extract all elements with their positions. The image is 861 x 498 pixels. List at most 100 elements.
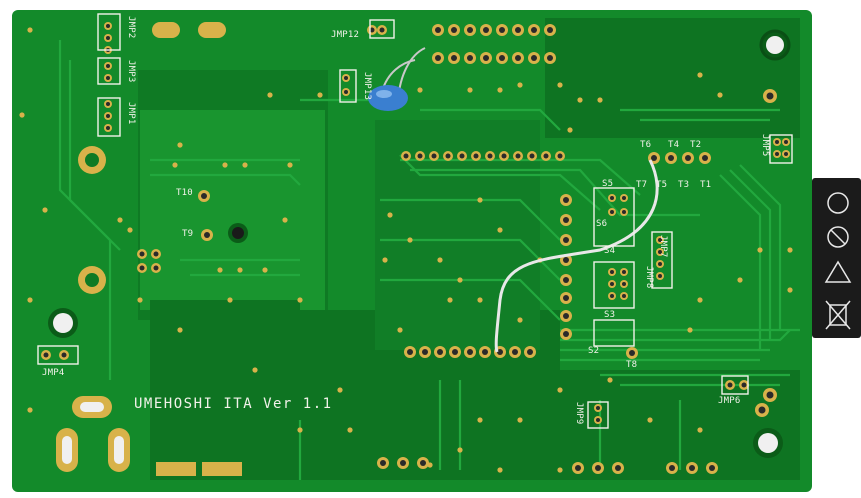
via	[317, 92, 323, 98]
right-connector	[812, 178, 861, 338]
label-s2: S2	[588, 346, 600, 356]
via	[427, 462, 433, 468]
esd-warning-icon	[824, 260, 852, 283]
label-jmp5: JMP5	[760, 134, 770, 157]
label-t1: T1	[700, 180, 712, 190]
pad-hole	[106, 36, 110, 40]
via	[497, 467, 503, 473]
via	[697, 297, 703, 303]
pad-hole	[547, 27, 553, 33]
pad-hole	[622, 210, 626, 214]
pad-hole	[529, 153, 535, 159]
via	[262, 267, 268, 273]
pad-hole	[727, 382, 733, 388]
via	[717, 92, 723, 98]
via	[457, 277, 463, 283]
via	[172, 162, 178, 168]
via	[347, 427, 353, 433]
via	[387, 212, 393, 218]
pad-hole	[531, 55, 537, 61]
via	[267, 92, 273, 98]
pad-hole	[204, 232, 210, 238]
via	[222, 162, 228, 168]
via	[497, 227, 503, 233]
pad-hole	[153, 265, 159, 271]
pad-hole	[527, 349, 533, 355]
traces	[58, 40, 800, 480]
pad-hole	[435, 55, 441, 61]
via	[517, 417, 523, 423]
pad-hole	[515, 153, 521, 159]
pad-hole	[658, 274, 662, 278]
label-s5: S5	[602, 179, 614, 189]
pad-hole	[685, 155, 691, 161]
pad-hole	[547, 55, 553, 61]
pad-hole	[543, 153, 549, 159]
via	[297, 427, 303, 433]
pad-hole	[596, 418, 600, 422]
hf-icon	[827, 192, 849, 214]
pad-hole	[622, 282, 626, 286]
via	[27, 297, 33, 303]
label-s6: S6	[596, 219, 608, 229]
pad-hole	[709, 465, 715, 471]
via	[227, 297, 233, 303]
label-jmp4: JMP4	[42, 368, 65, 378]
pad-hole	[420, 460, 426, 466]
pad-rows	[41, 22, 790, 474]
pad-hole	[153, 251, 159, 257]
label-t5: T5	[656, 180, 668, 190]
pad-hole	[483, 55, 489, 61]
pad-hole	[515, 55, 521, 61]
via	[457, 447, 463, 453]
pad-hole	[380, 460, 386, 466]
via	[177, 327, 183, 333]
pad-hole	[596, 406, 600, 410]
via	[337, 387, 343, 393]
via	[282, 217, 288, 223]
pad-hole	[702, 155, 708, 161]
label-t7: T7	[636, 180, 648, 190]
via	[787, 247, 793, 253]
pad-hole	[369, 27, 375, 33]
pad-hole	[512, 349, 518, 355]
large-pads	[56, 22, 242, 476]
via	[697, 72, 703, 78]
pad-hole	[467, 27, 473, 33]
via	[517, 82, 523, 88]
pad-hole	[784, 152, 788, 156]
via	[557, 82, 563, 88]
label-t6: T6	[640, 140, 652, 150]
label-t3: T3	[678, 180, 690, 190]
via	[417, 87, 423, 93]
pad-hole	[766, 391, 774, 399]
pad-hole	[467, 349, 473, 355]
via	[297, 297, 303, 303]
pad-hole	[563, 277, 569, 283]
pad-hole	[400, 460, 406, 466]
pad-hole	[379, 27, 385, 33]
via	[447, 297, 453, 303]
pad-hole	[766, 92, 774, 100]
via	[477, 297, 483, 303]
pad-hole	[622, 270, 626, 274]
pad-hole	[61, 352, 67, 358]
via	[19, 112, 25, 118]
silk-outlines	[37, 13, 793, 429]
pad-hole	[775, 152, 779, 156]
pad-hole	[651, 155, 657, 161]
via	[137, 297, 143, 303]
label-jmp1: JMP1	[126, 102, 136, 125]
pad-hole	[689, 465, 695, 471]
pad-hole	[487, 153, 493, 159]
pad-hole	[106, 24, 110, 28]
pad-hole	[563, 257, 569, 263]
pad-hole	[622, 196, 626, 200]
label-jmp6: JMP6	[718, 396, 741, 406]
pad-hole	[437, 349, 443, 355]
pad-hole	[445, 153, 451, 159]
via	[737, 277, 743, 283]
pad-hole	[139, 265, 145, 271]
via	[467, 87, 473, 93]
